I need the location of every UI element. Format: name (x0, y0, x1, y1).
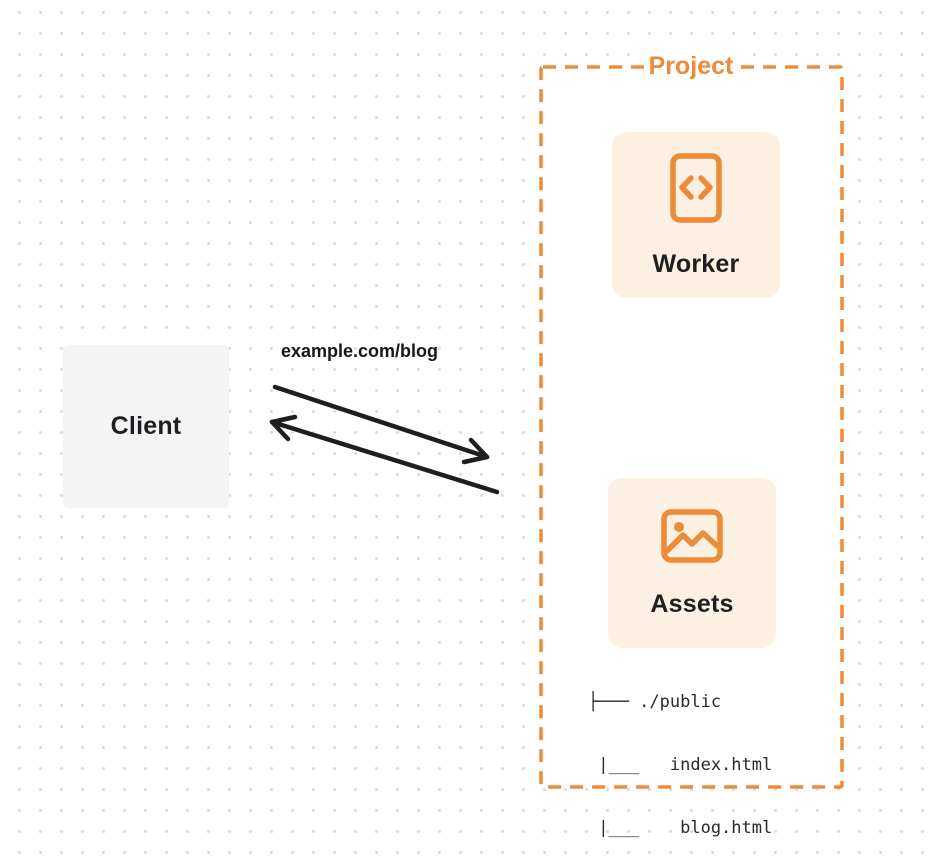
client-node: Client (63, 345, 229, 508)
assets-file-tree: ├─── ./public |___ index.html |___ blog.… (588, 650, 772, 860)
file-tree-line: |___ index.html (588, 755, 773, 775)
project-title-label: Project (643, 52, 739, 81)
request-url-label: example.com/blog (281, 341, 439, 361)
request-arrow (272, 384, 490, 465)
worker-node: Worker (612, 132, 780, 298)
file-tree-line: ├─── ./public (588, 692, 722, 712)
image-icon (661, 508, 723, 563)
worker-label: Worker (652, 249, 740, 278)
assets-node: Assets (608, 478, 776, 648)
client-label: Client (110, 412, 182, 440)
code-document-icon (670, 152, 722, 223)
response-arrow (269, 414, 500, 495)
file-tree-line: |___ blog.html (588, 818, 773, 838)
project-container-title: Project (539, 52, 843, 81)
assets-label: Assets (650, 589, 734, 618)
